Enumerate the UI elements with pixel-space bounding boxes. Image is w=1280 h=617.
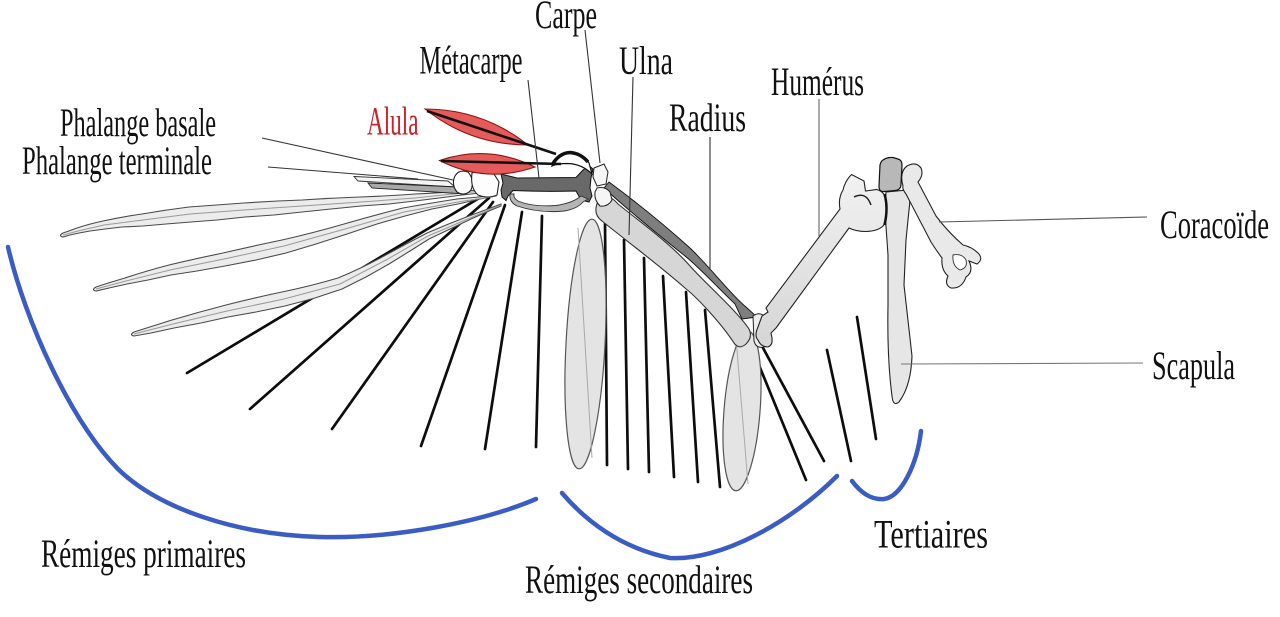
svg-text:Scapula: Scapula xyxy=(1152,343,1235,388)
svg-text:Carpe: Carpe xyxy=(535,0,597,37)
svg-text:Rémiges primaires: Rémiges primaires xyxy=(41,531,246,576)
svg-text:Phalange basale: Phalange basale xyxy=(60,100,216,145)
svg-text:Phalange terminale: Phalange terminale xyxy=(22,138,212,183)
svg-text:Humérus: Humérus xyxy=(771,59,864,104)
svg-text:Rémiges secondaires: Rémiges secondaires xyxy=(525,557,753,602)
svg-text:Ulna: Ulna xyxy=(619,38,673,83)
svg-text:Tertiaires: Tertiaires xyxy=(874,512,988,557)
svg-text:Alula: Alula xyxy=(367,99,419,144)
svg-text:Coracoïde: Coracoïde xyxy=(1160,202,1269,247)
svg-text:Radius: Radius xyxy=(669,95,746,140)
svg-text:Métacarpe: Métacarpe xyxy=(420,38,523,83)
